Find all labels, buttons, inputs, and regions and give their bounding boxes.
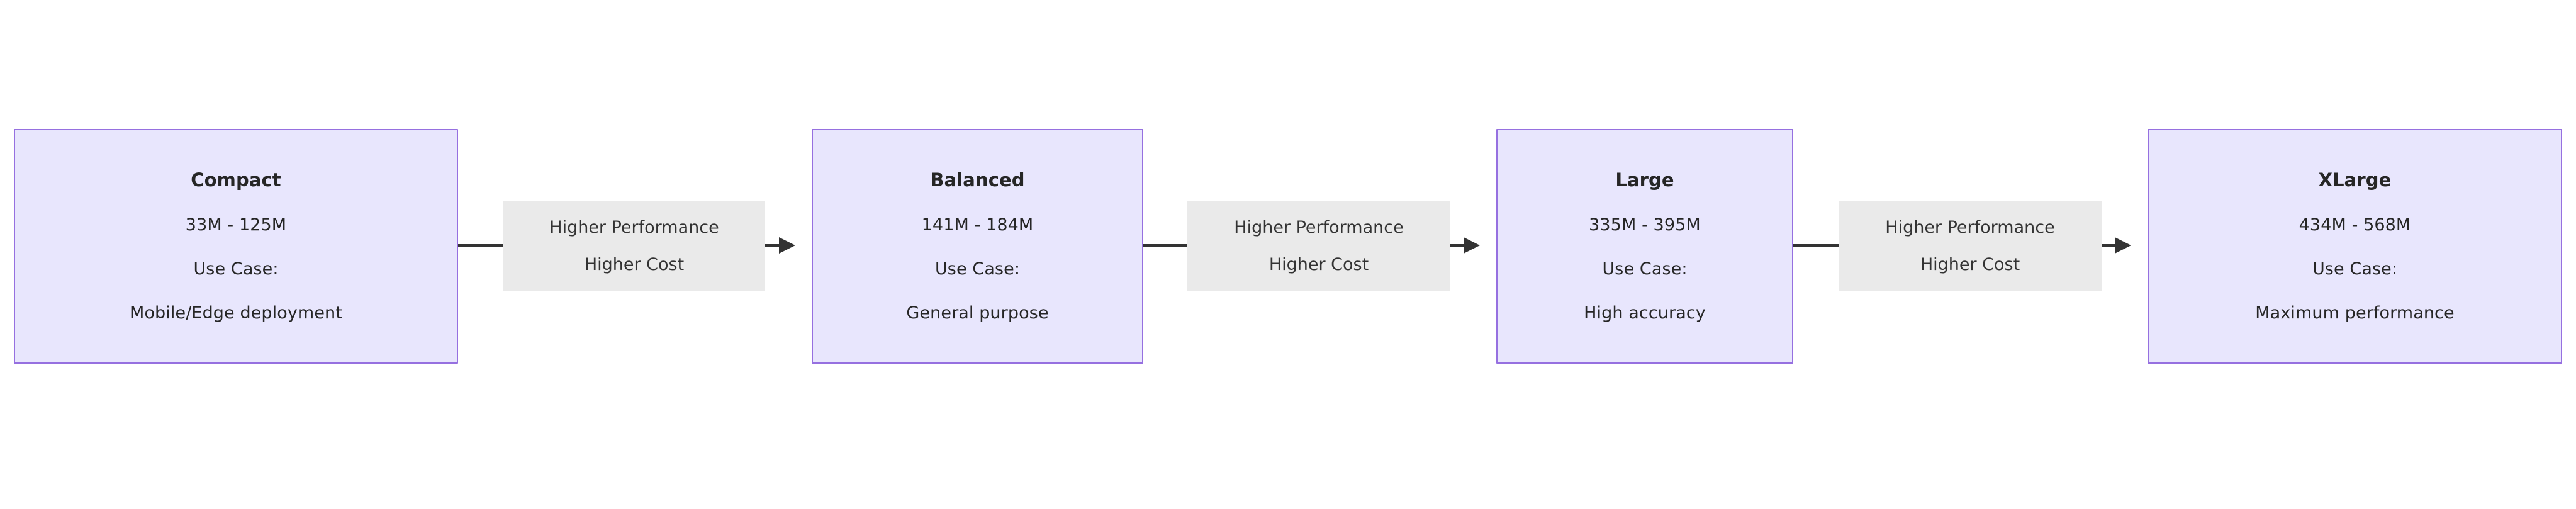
arrowhead-icon: [779, 237, 795, 254]
edge-label-top-line: Higher Performance: [549, 218, 719, 237]
node-use-case-value: Maximum performance: [2255, 303, 2455, 323]
node-use-case-label: Use Case:: [2312, 259, 2398, 279]
node-large[interactable]: Large 335M - 395M Use Case: High accurac…: [1496, 129, 1793, 364]
node-params: 33M - 125M: [185, 215, 287, 235]
node-title: Balanced: [930, 169, 1025, 191]
edge-label-bottom-line: Higher Cost: [1920, 255, 2020, 274]
node-use-case-value: General purpose: [906, 303, 1049, 323]
edge-label-top-line: Higher Performance: [1885, 218, 2055, 237]
edge-label-large-to-xlarge: Higher Performance Higher Cost: [1839, 201, 2102, 291]
node-xlarge[interactable]: XLarge 434M - 568M Use Case: Maximum per…: [2148, 129, 2562, 364]
node-use-case-value: High accuracy: [1584, 303, 1706, 323]
node-title: Large: [1615, 169, 1674, 191]
node-title: Compact: [191, 169, 281, 191]
node-use-case-label: Use Case:: [934, 259, 1021, 279]
arrowhead-icon: [1464, 237, 1480, 254]
node-params: 141M - 184M: [921, 215, 1034, 235]
node-use-case-label: Use Case:: [1602, 259, 1688, 279]
node-use-case-value: Mobile/Edge deployment: [130, 303, 342, 323]
edge-label-top-line: Higher Performance: [1234, 218, 1404, 237]
edge-label-compact-to-balanced: Higher Performance Higher Cost: [503, 201, 765, 291]
edge-label-bottom-line: Higher Cost: [584, 255, 685, 274]
node-title: XLarge: [2318, 169, 2392, 191]
node-compact[interactable]: Compact 33M - 125M Use Case: Mobile/Edge…: [14, 129, 458, 364]
arrowhead-icon: [2115, 237, 2131, 254]
edge-label-bottom-line: Higher Cost: [1268, 255, 1369, 274]
node-params: 434M - 568M: [2299, 215, 2411, 235]
edge-label-balanced-to-large: Higher Performance Higher Cost: [1187, 201, 1450, 291]
node-balanced[interactable]: Balanced 141M - 184M Use Case: General p…: [812, 129, 1143, 364]
node-use-case-label: Use Case:: [193, 259, 279, 279]
node-params: 335M - 395M: [1589, 215, 1701, 235]
